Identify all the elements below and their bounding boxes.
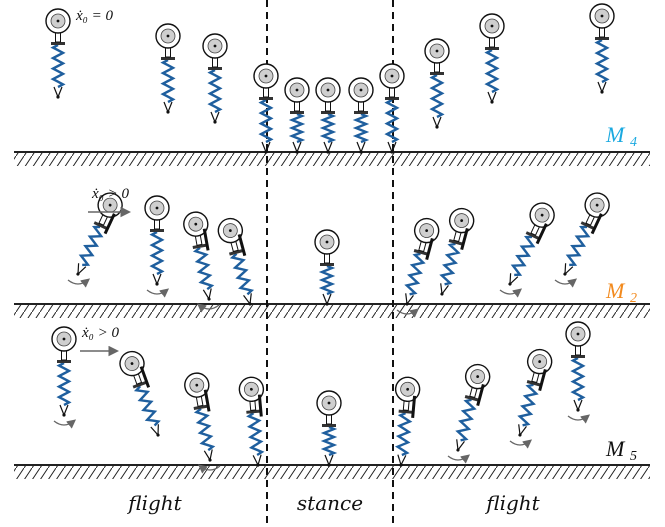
svg-text:M: M bbox=[605, 436, 626, 461]
svg-text:M: M bbox=[605, 278, 626, 303]
hopper-row3-4 bbox=[238, 376, 265, 467]
hopper-row3-2 bbox=[119, 350, 161, 437]
hopper-row1-9 bbox=[424, 38, 450, 129]
hopper-row2-2 bbox=[144, 195, 170, 286]
ground-row-2 bbox=[14, 303, 650, 318]
hopper-row3-3 bbox=[184, 372, 216, 462]
svg-text:ẋ₀ > 0: ẋ₀ > 0 bbox=[81, 325, 119, 341]
hopper-row2-4 bbox=[217, 217, 255, 306]
model-label-m5: M 5 bbox=[605, 436, 637, 464]
hopper-row3-5 bbox=[316, 390, 342, 467]
hopper-row2-6 bbox=[404, 217, 440, 306]
hoppers-layer bbox=[45, 3, 615, 474]
phase-label-flight-right: flight bbox=[484, 491, 540, 515]
model-label-m2: M 2 bbox=[605, 278, 637, 306]
hopper-row2-5 bbox=[314, 229, 340, 306]
hopper-row2-7 bbox=[439, 207, 475, 296]
hopper-row1-6 bbox=[315, 77, 341, 154]
hopper-row1-7 bbox=[348, 77, 374, 154]
hopper-row1-4 bbox=[253, 63, 279, 154]
svg-text:ẋ₀ > 0: ẋ₀ > 0 bbox=[91, 186, 129, 202]
phase-label-flight-left: flight bbox=[126, 491, 182, 515]
velocity-label-row-2: ẋ₀ > 0 bbox=[88, 186, 131, 218]
ground-row-3 bbox=[14, 464, 650, 479]
model-label-m4: M 4 bbox=[605, 122, 637, 150]
hopper-row2-8 bbox=[508, 202, 555, 286]
hopper-row3-7 bbox=[455, 363, 491, 452]
hopper-row3-1 bbox=[51, 326, 77, 417]
hopper-row1-10 bbox=[479, 13, 505, 104]
hopper-row2-9 bbox=[563, 192, 610, 276]
velocity-label-row-3: ẋ₀ > 0 bbox=[80, 325, 119, 357]
svg-text:5: 5 bbox=[630, 449, 637, 464]
velocity-label-row-1: ẋ₀ = 0 bbox=[75, 8, 113, 24]
ground-row-1 bbox=[14, 151, 650, 166]
hopper-row1-2 bbox=[155, 23, 181, 114]
hopper-row1-3 bbox=[202, 33, 228, 124]
hopper-row3-9 bbox=[565, 321, 591, 412]
hopper-row1-8 bbox=[379, 63, 405, 154]
svg-text:ẋ₀ = 0: ẋ₀ = 0 bbox=[75, 8, 113, 24]
phase-label-stance: stance bbox=[297, 491, 363, 515]
hopper-row1-5 bbox=[284, 77, 310, 154]
svg-text:4: 4 bbox=[630, 135, 637, 150]
svg-text:2: 2 bbox=[630, 291, 637, 306]
hopper-row2-1 bbox=[76, 192, 123, 276]
hopper-row3-8 bbox=[517, 348, 553, 437]
hopper-row3-6 bbox=[394, 376, 421, 467]
hopper-row1-11 bbox=[589, 3, 615, 94]
hopper-row1-1 bbox=[45, 8, 71, 99]
svg-text:M: M bbox=[605, 122, 626, 147]
hopper-row2-3 bbox=[183, 211, 215, 301]
